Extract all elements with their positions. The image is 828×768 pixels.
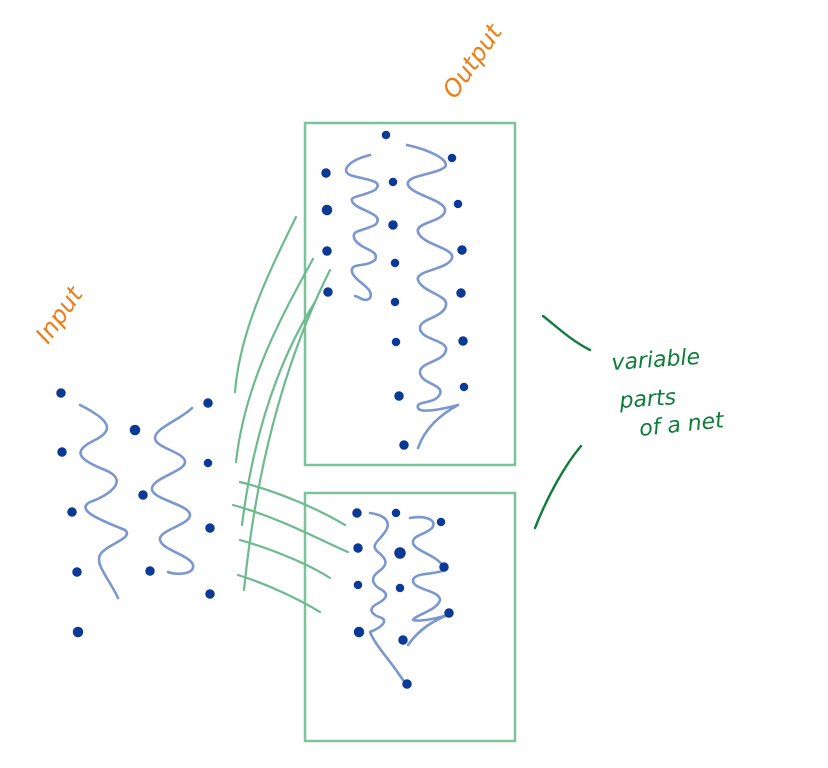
top-box-nodes	[321, 130, 469, 450]
annotation-line-2: parts	[618, 385, 677, 414]
connections-to-bottom-box	[231, 480, 350, 614]
node	[453, 199, 463, 209]
connection-line	[231, 503, 350, 554]
node	[391, 337, 401, 347]
node	[353, 543, 363, 553]
annotation-stroke-top	[541, 314, 592, 352]
wavy-connection	[368, 511, 405, 682]
node	[352, 508, 362, 518]
connection-line	[242, 268, 332, 592]
input-nodes	[56, 388, 215, 638]
input-network	[56, 388, 215, 638]
annotation-line-1: variable	[611, 345, 701, 376]
node	[388, 177, 398, 187]
node	[391, 508, 401, 518]
node	[439, 562, 449, 572]
node	[381, 130, 391, 140]
node	[459, 382, 469, 392]
node	[395, 583, 405, 593]
bottom-box-nodes	[352, 508, 454, 689]
connection-line	[233, 215, 298, 394]
wavy-connection	[405, 143, 460, 450]
node	[203, 458, 213, 468]
node	[436, 517, 446, 527]
node	[322, 246, 332, 256]
connection-line	[240, 300, 317, 527]
output-label: Output	[437, 18, 509, 104]
annotation-line-3: of a net	[638, 408, 726, 442]
node	[72, 626, 84, 638]
node	[353, 626, 365, 638]
connections-to-top-box	[233, 215, 332, 592]
wavy-connection	[344, 153, 379, 302]
node	[138, 490, 148, 500]
input-label: Input	[30, 280, 89, 348]
wavy-connection	[78, 403, 129, 600]
node	[456, 288, 466, 298]
node	[394, 547, 406, 559]
node	[321, 204, 333, 216]
node	[57, 447, 67, 457]
node	[72, 567, 82, 577]
output-box-bottom	[303, 491, 517, 743]
node	[353, 580, 363, 590]
node	[388, 220, 398, 230]
node	[129, 424, 141, 436]
wavy-connection	[150, 406, 195, 576]
connection-line	[238, 538, 332, 580]
node	[203, 398, 213, 408]
node	[402, 679, 412, 689]
node	[398, 635, 408, 645]
node	[56, 388, 66, 398]
node	[323, 287, 333, 297]
node	[390, 258, 400, 268]
bottom-box-network	[352, 508, 454, 689]
node	[145, 566, 155, 576]
node	[447, 153, 457, 163]
connection-line	[234, 257, 315, 464]
node	[321, 168, 331, 178]
connection-line	[238, 480, 347, 527]
node	[458, 336, 468, 346]
node	[399, 440, 409, 450]
node	[67, 507, 77, 517]
output-box-top	[303, 121, 517, 467]
node	[444, 608, 454, 618]
connection-line	[236, 573, 322, 614]
top-box-network	[321, 130, 469, 450]
node	[390, 297, 400, 307]
node	[205, 523, 215, 533]
node	[457, 245, 467, 255]
node	[394, 391, 404, 401]
wavy-connection	[406, 515, 452, 647]
node	[205, 589, 215, 599]
annotation-stroke-bottom	[533, 444, 583, 530]
